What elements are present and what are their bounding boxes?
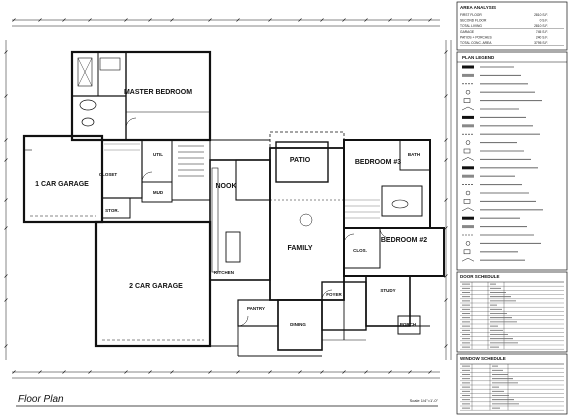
window-schedule-panel: WINDOW SCHEDULE xyxy=(456,353,568,415)
legend-row xyxy=(463,148,524,154)
area-row-value: 2810 S.F. xyxy=(534,13,548,17)
area-row: PATIOS + PORCHES 240 S.F. xyxy=(460,35,548,39)
plan-legend-panel: PLAN LEGEND xyxy=(456,51,568,271)
room-label-clos: CLOS. xyxy=(353,248,367,253)
floor-plan-drawing xyxy=(4,18,452,379)
area-row-label: TOTAL LIVING xyxy=(460,24,482,28)
area-row-label: TOTAL CONC. AREA xyxy=(460,41,492,45)
plan-scale: Scale 1/4"=1'-0" xyxy=(410,398,439,403)
legend-row xyxy=(462,216,520,220)
area-row: TOTAL LIVING 2810 S.F. xyxy=(460,24,564,29)
room-label-nook: NOOK xyxy=(216,183,237,190)
area-row-label: GARAGE xyxy=(460,30,475,34)
area-row: TOTAL CONC. AREA 3795 S.F. xyxy=(460,41,564,46)
area-row-label: SECOND FLOOR xyxy=(460,19,487,23)
door-schedule-panel: DOOR SCHEDULE xyxy=(456,271,568,353)
room-label-one-car-garage: 1 CAR GARAGE xyxy=(35,181,89,188)
area-row-label: FIRST FLOOR xyxy=(460,13,482,17)
legend-row xyxy=(461,207,543,212)
door-swings xyxy=(125,117,391,327)
legend-row xyxy=(462,174,515,178)
patio-walls xyxy=(275,141,329,183)
area-row: SECOND FLOOR 0 S.F. xyxy=(460,19,548,23)
area-row: FIRST FLOOR 2810 S.F. xyxy=(460,13,548,17)
legend-row xyxy=(461,106,519,111)
legend-row xyxy=(465,140,517,145)
room-label-patio: PATIO xyxy=(290,157,311,164)
room-labels: MASTER BEDROOM 1 CAR GARAGE 2 CAR GARAGE… xyxy=(35,89,427,327)
area-row-label: PATIOS + PORCHES xyxy=(460,35,492,39)
area-row-value: 745 S.F. xyxy=(536,30,548,34)
room-label-bedroom-3: BEDROOM #3 xyxy=(355,159,401,166)
legend-row xyxy=(463,249,518,255)
legend-row xyxy=(461,157,531,161)
legend-row xyxy=(462,225,527,229)
room-label-util: UTIL xyxy=(153,152,163,157)
legend-row xyxy=(465,241,541,246)
legend-row xyxy=(462,166,538,170)
door-schedule-title: DOOR SCHEDULE xyxy=(460,274,500,279)
room-label-bath: BATH xyxy=(408,152,420,157)
legend-row xyxy=(463,98,542,103)
area-row-value: 240 S.F. xyxy=(536,35,548,39)
kitchen-island xyxy=(225,231,241,263)
room-label-dining: DINING xyxy=(290,322,306,327)
legend-row xyxy=(463,199,536,204)
room-label-closet: CLOSET xyxy=(99,172,118,177)
room-label-two-car-garage: 2 CAR GARAGE xyxy=(129,283,183,290)
room-label-study: STUDY xyxy=(380,288,395,293)
room-label-family: FAMILY xyxy=(287,245,312,252)
legend-row xyxy=(462,65,514,69)
legend-row xyxy=(462,115,526,119)
legend-row xyxy=(461,257,525,262)
area-row-value: 2810 S.F. xyxy=(534,24,548,28)
room-label-mud: MUD xyxy=(153,190,164,195)
room-label-storage: STOR. xyxy=(105,208,119,213)
area-row-value: 3795 S.F. xyxy=(534,41,548,45)
area-analysis-title: AREA ANALYSIS xyxy=(460,5,496,10)
legend-row xyxy=(462,73,521,77)
plan-title: Floor Plan xyxy=(18,394,64,405)
room-label-bedroom-2: BEDROOM #2 xyxy=(381,237,427,244)
area-row: GARAGE 745 S.F. xyxy=(460,30,548,34)
room-label-pantry: PANTRY xyxy=(247,306,265,311)
legend-row xyxy=(462,124,533,128)
legend-row xyxy=(465,89,535,95)
room-label-kitchen: KITCHEN xyxy=(214,270,234,275)
room-label-foyer: FOYER xyxy=(326,292,342,297)
room-label-porch: PORCH xyxy=(400,322,416,327)
room-label-master-bedroom: MASTER BEDROOM xyxy=(124,89,192,96)
dimension-ticks xyxy=(4,18,448,374)
area-row-value: 0 S.F. xyxy=(540,19,549,23)
window-schedule-title: WINDOW SCHEDULE xyxy=(460,356,506,361)
plan-legend-title: PLAN LEGEND xyxy=(462,55,495,60)
legend-row xyxy=(465,190,529,196)
